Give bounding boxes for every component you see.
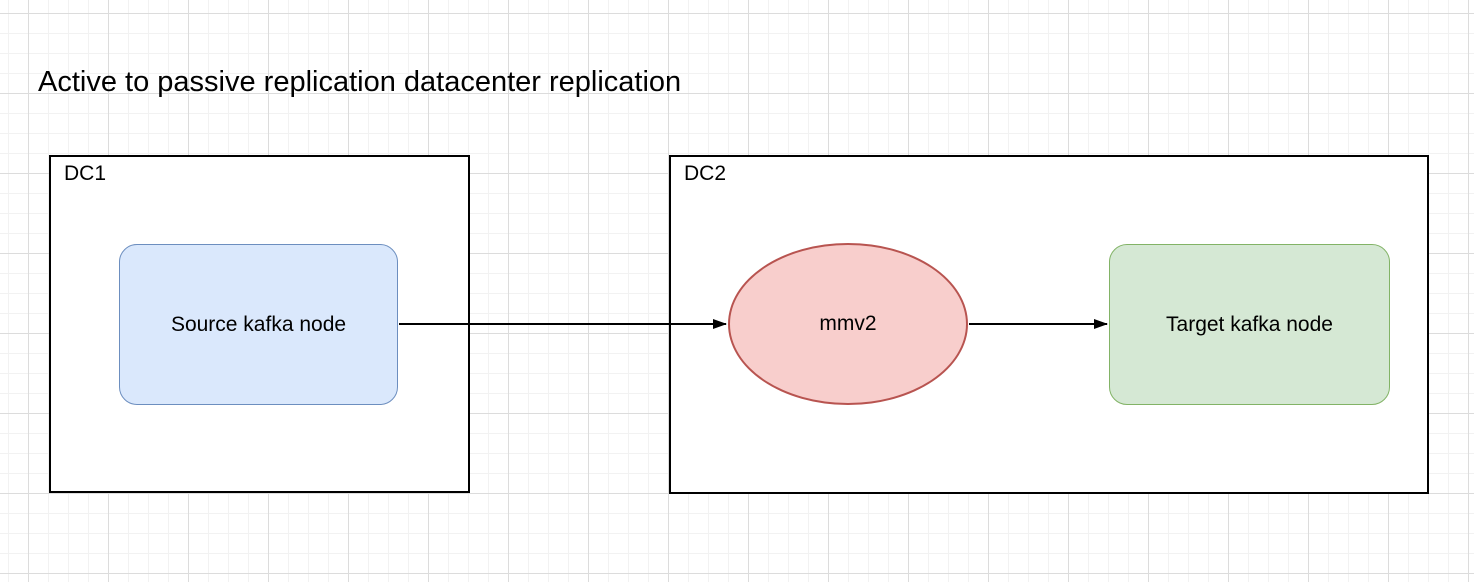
node-source-kafka-label: Source kafka node bbox=[170, 312, 347, 336]
node-source-kafka[interactable]: Source kafka node bbox=[119, 244, 398, 405]
node-mmv2[interactable]: mmv2 bbox=[728, 243, 968, 405]
container-dc1-label: DC1 bbox=[64, 162, 107, 185]
container-dc2-label: DC2 bbox=[684, 162, 727, 185]
node-target-kafka-label: Target kafka node bbox=[1166, 312, 1333, 336]
diagram-title: Active to passive replication datacenter… bbox=[38, 66, 682, 98]
node-mmv2-label: mmv2 bbox=[819, 312, 877, 335]
node-target-kafka[interactable]: Target kafka node bbox=[1109, 244, 1390, 405]
